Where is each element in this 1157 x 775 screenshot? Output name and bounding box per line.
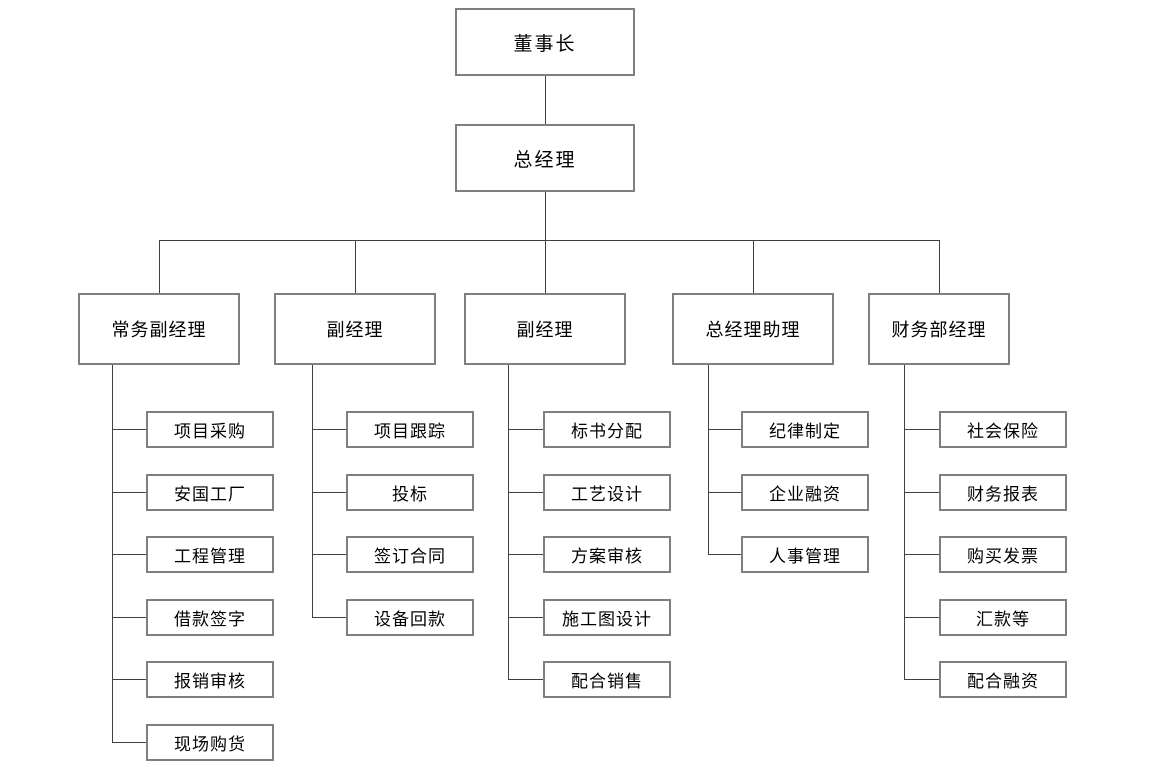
connector-leaf-stub bbox=[508, 617, 543, 618]
org-node-branch-0: 常务副经理 bbox=[78, 293, 240, 365]
connector-branch-spine bbox=[904, 365, 905, 679]
connector-leaf-stub bbox=[508, 679, 543, 680]
connector-branch-spine bbox=[708, 365, 709, 554]
connector-leaf-stub bbox=[904, 429, 939, 430]
connector-branch-spine bbox=[112, 365, 113, 742]
connector-leaf-stub bbox=[312, 554, 346, 555]
connector-leaf-stub bbox=[508, 554, 543, 555]
connector-branch-spine bbox=[508, 365, 509, 679]
org-node-branch-4-leaf-2: 购买发票 bbox=[939, 536, 1067, 573]
org-node-branch-2: 副经理 bbox=[464, 293, 626, 365]
connector-bus-drop bbox=[545, 240, 546, 293]
org-node-branch-2-leaf-0: 标书分配 bbox=[543, 411, 671, 448]
connector-leaf-stub bbox=[708, 554, 741, 555]
org-node-branch-0-leaf-1: 安国工厂 bbox=[146, 474, 274, 511]
org-node-branch-3-leaf-1: 企业融资 bbox=[741, 474, 869, 511]
connector-leaf-stub bbox=[112, 617, 146, 618]
org-node-branch-4: 财务部经理 bbox=[868, 293, 1010, 365]
org-node-general-manager: 总经理 bbox=[455, 124, 635, 192]
org-node-branch-3-leaf-2: 人事管理 bbox=[741, 536, 869, 573]
connector-gm-bus bbox=[545, 192, 546, 240]
connector-leaf-stub bbox=[904, 679, 939, 680]
connector-leaf-stub bbox=[904, 617, 939, 618]
org-node-branch-4-leaf-3: 汇款等 bbox=[939, 599, 1067, 636]
org-node-branch-0-leaf-0: 项目采购 bbox=[146, 411, 274, 448]
org-node-branch-4-leaf-4: 配合融资 bbox=[939, 661, 1067, 698]
org-node-branch-3: 总经理助理 bbox=[672, 293, 834, 365]
connector-leaf-stub bbox=[904, 554, 939, 555]
connector-bus bbox=[159, 240, 939, 241]
org-node-branch-0-leaf-2: 工程管理 bbox=[146, 536, 274, 573]
connector-bus-drop bbox=[939, 240, 940, 293]
connector-branch-spine bbox=[312, 365, 313, 617]
connector-leaf-stub bbox=[112, 679, 146, 680]
connector-leaf-stub bbox=[312, 492, 346, 493]
org-node-branch-0-leaf-5: 现场购货 bbox=[146, 724, 274, 761]
connector-leaf-stub bbox=[312, 429, 346, 430]
connector-bus-drop bbox=[159, 240, 160, 293]
connector-leaf-stub bbox=[112, 492, 146, 493]
org-node-branch-0-leaf-3: 借款签字 bbox=[146, 599, 274, 636]
org-node-branch-2-leaf-3: 施工图设计 bbox=[543, 599, 671, 636]
connector-leaf-stub bbox=[508, 492, 543, 493]
org-node-branch-4-leaf-1: 财务报表 bbox=[939, 474, 1067, 511]
connector-chairman-gm bbox=[545, 76, 546, 124]
org-node-branch-1: 副经理 bbox=[274, 293, 436, 365]
org-node-branch-1-leaf-3: 设备回款 bbox=[346, 599, 474, 636]
connector-leaf-stub bbox=[708, 492, 741, 493]
org-node-branch-2-leaf-4: 配合销售 bbox=[543, 661, 671, 698]
connector-leaf-stub bbox=[312, 617, 346, 618]
connector-leaf-stub bbox=[112, 429, 146, 430]
org-node-branch-1-leaf-2: 签订合同 bbox=[346, 536, 474, 573]
connector-leaf-stub bbox=[904, 492, 939, 493]
connector-leaf-stub bbox=[112, 554, 146, 555]
org-node-branch-4-leaf-0: 社会保险 bbox=[939, 411, 1067, 448]
org-node-branch-2-leaf-2: 方案审核 bbox=[543, 536, 671, 573]
org-node-branch-0-leaf-4: 报销审核 bbox=[146, 661, 274, 698]
org-node-chairman: 董事长 bbox=[455, 8, 635, 76]
connector-leaf-stub bbox=[708, 429, 741, 430]
org-node-branch-3-leaf-0: 纪律制定 bbox=[741, 411, 869, 448]
connector-bus-drop bbox=[355, 240, 356, 293]
connector-bus-drop bbox=[753, 240, 754, 293]
connector-leaf-stub bbox=[508, 429, 543, 430]
org-node-branch-2-leaf-1: 工艺设计 bbox=[543, 474, 671, 511]
connector-leaf-stub bbox=[112, 742, 146, 743]
org-node-branch-1-leaf-0: 项目跟踪 bbox=[346, 411, 474, 448]
org-node-branch-1-leaf-1: 投标 bbox=[346, 474, 474, 511]
